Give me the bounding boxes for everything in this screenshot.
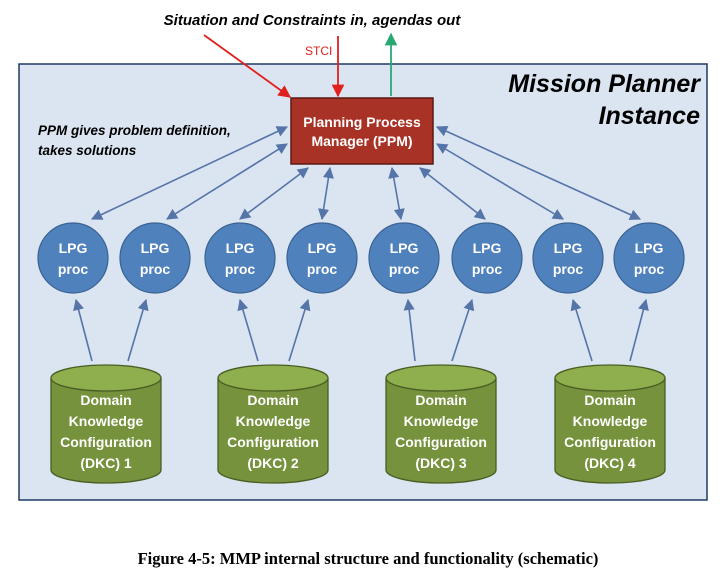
- lpg-node-5: LPG proc: [368, 222, 440, 294]
- dkc-label-line4: (DKC) 2: [247, 455, 299, 471]
- dkc-label-line1: Domain: [247, 392, 298, 408]
- dkc-label-line3: Configuration: [395, 434, 487, 450]
- lpg-label-line2: proc: [58, 261, 89, 277]
- ppm-lpg-arrow-2: [166, 143, 288, 220]
- dkc-label-line1: Domain: [415, 392, 466, 408]
- instance-title-line1: Mission Planner: [508, 70, 701, 98]
- dkc3-lpg-arrow-a: [403, 298, 416, 362]
- lpg-node-3: LPG proc: [204, 222, 276, 294]
- lpg-label-line1: LPG: [390, 240, 419, 256]
- lpg-label-line1: LPG: [141, 240, 170, 256]
- instance-title-line2: Instance: [599, 102, 701, 130]
- ppm-lpg-arrow-3: [239, 167, 309, 220]
- dkc-label-line2: Knowledge: [236, 413, 311, 429]
- ppm-lpg-arrow-5: [388, 166, 405, 221]
- lpg-node-6: LPG proc: [451, 222, 523, 294]
- dkc-label-line1: Domain: [584, 392, 635, 408]
- dkc1-lpg-arrow-b: [127, 298, 149, 362]
- lpg-node-1: LPG proc: [37, 222, 109, 294]
- dkc3-lpg-arrow-b: [451, 298, 475, 362]
- dkc1-lpg-arrow-a: [73, 298, 93, 362]
- input-arrow-diagonal: [203, 34, 292, 98]
- lpg-label-line2: proc: [553, 261, 584, 277]
- dkc-cylinder-3: Domain Knowledge Configuration (DKC) 3: [385, 364, 497, 484]
- dkc-label-line4: (DKC) 4: [584, 455, 636, 471]
- dkc-label-line3: Configuration: [564, 434, 656, 450]
- dkc4-lpg-arrow-b: [629, 298, 649, 362]
- lpg-node-8: LPG proc: [613, 222, 685, 294]
- dkc-cylinder-4: Domain Knowledge Configuration (DKC) 4: [554, 364, 666, 484]
- lpg-label-line1: LPG: [635, 240, 664, 256]
- lpg-label-line1: LPG: [226, 240, 255, 256]
- dkc2-lpg-arrow-b: [288, 298, 311, 362]
- dkc-label-line3: Configuration: [227, 434, 319, 450]
- input-output-label: Situation and Constraints in, agendas ou…: [164, 12, 462, 29]
- ppm-label-line2: Manager (PPM): [311, 133, 412, 149]
- lpg-label-line2: proc: [634, 261, 665, 277]
- dkc-label-line2: Knowledge: [69, 413, 144, 429]
- dkc-label-line1: Domain: [80, 392, 131, 408]
- dkc-cylinder-2: Domain Knowledge Configuration (DKC) 2: [217, 364, 329, 484]
- lpg-node-4: LPG proc: [286, 222, 358, 294]
- ppm-lpg-arrow-8: [435, 126, 642, 220]
- ppm-box: Planning Process Manager (PPM): [290, 97, 434, 165]
- dkc-label-line3: Configuration: [60, 434, 152, 450]
- lpg-label-line1: LPG: [59, 240, 88, 256]
- lpg-label-line2: proc: [140, 261, 171, 277]
- ppm-lpg-arrow-4: [318, 166, 334, 221]
- ppm-label-line1: Planning Process: [303, 114, 421, 130]
- dkc4-lpg-arrow-a: [570, 298, 593, 362]
- ppm-note-line1: PPM gives problem definition,: [38, 123, 231, 138]
- lpg-label-line2: proc: [472, 261, 503, 277]
- lpg-label-line2: proc: [389, 261, 420, 277]
- dkc-label-line4: (DKC) 3: [415, 455, 467, 471]
- lpg-label-line2: proc: [307, 261, 338, 277]
- dkc-label-line2: Knowledge: [573, 413, 648, 429]
- lpg-node-7: LPG proc: [532, 222, 604, 294]
- lpg-node-2: LPG proc: [119, 222, 191, 294]
- stci-label: STCI: [305, 44, 332, 58]
- dkc-label-line4: (DKC) 1: [80, 455, 132, 471]
- dkc2-lpg-arrow-a: [237, 298, 259, 362]
- dkc-cylinder-1: Domain Knowledge Configuration (DKC) 1: [50, 364, 162, 484]
- ppm-note-line2: takes solutions: [38, 143, 137, 158]
- figure-caption: Figure 4-5: MMP internal structure and f…: [138, 549, 599, 568]
- lpg-label-line1: LPG: [308, 240, 337, 256]
- dkc-label-line2: Knowledge: [404, 413, 479, 429]
- lpg-label-line1: LPG: [473, 240, 502, 256]
- lpg-label-line2: proc: [225, 261, 256, 277]
- lpg-label-line1: LPG: [554, 240, 583, 256]
